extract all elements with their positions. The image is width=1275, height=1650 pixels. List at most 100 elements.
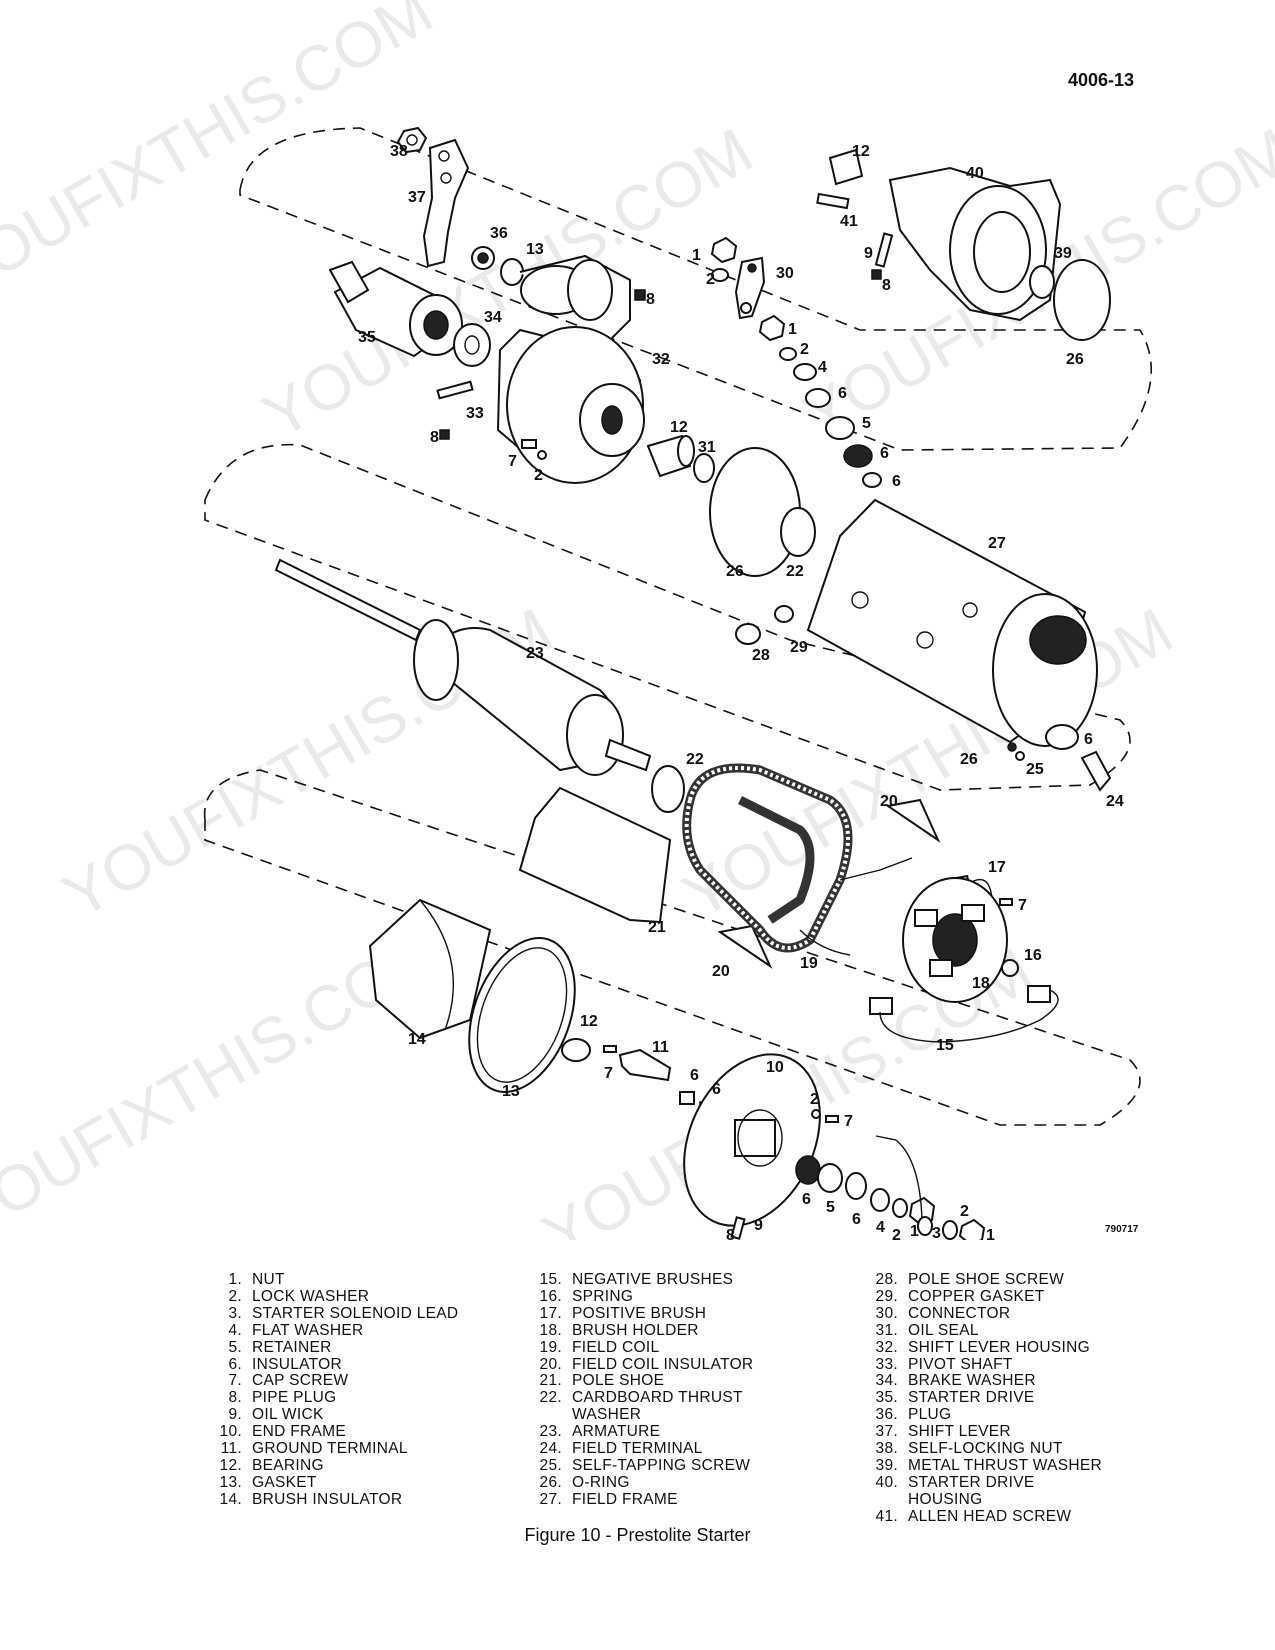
callout-34: 34 (484, 309, 502, 326)
legend-item-number: 22. (539, 1389, 562, 1407)
legend-item-name: OIL SEAL (908, 1321, 979, 1339)
legend-item-number: 21. (539, 1372, 562, 1390)
legend-item-number: 28. (875, 1271, 898, 1288)
legend-item: 9.OIL WICK (206, 1406, 506, 1424)
plug-part (471, 246, 495, 270)
legend-item: 14. BRUSH INSULATOR (206, 1490, 506, 1509)
legend-item-name: BRUSH HOLDER (572, 1321, 699, 1339)
legend-item: 23.ARMATURE (526, 1423, 846, 1441)
legend-item-name: METAL THRUST WASHER (908, 1456, 1103, 1474)
shift-lever-housing-part (496, 254, 645, 484)
metal-thrust-washer-part (1029, 265, 1055, 299)
callout-4: 4 (818, 359, 827, 376)
legend-item-name: NUT (252, 1271, 285, 1288)
callout-12: 12 (670, 419, 688, 436)
legend-item-number: 11. (220, 1440, 242, 1458)
legend-item-number: 34. (875, 1372, 898, 1390)
legend-item: 21.POLE SHOE (526, 1373, 846, 1390)
callout-7: 7 (844, 1113, 853, 1130)
negative-brushes-part (869, 985, 1059, 1043)
legend-item-number: 3. (228, 1304, 242, 1322)
callout-6: 6 (852, 1211, 861, 1228)
armature-part (274, 558, 652, 776)
allen-head-screw-part (816, 192, 850, 210)
callout-7: 7 (508, 453, 517, 470)
callout-7: 7 (1018, 897, 1027, 914)
legend-item: 19.FIELD COIL (526, 1339, 846, 1357)
legend-item: 37.SHIFT LEVER (862, 1423, 1192, 1441)
callout-8: 8 (882, 277, 891, 294)
group-outline-drive-end (239, 127, 1152, 451)
cardboard-thrust-washer-part (780, 507, 816, 557)
o-ring-part (709, 447, 801, 577)
nut-part (710, 236, 738, 264)
callout-6: 6 (690, 1067, 699, 1084)
starter-drive-part (328, 260, 463, 358)
callout-2: 2 (810, 1091, 819, 1108)
callout-36: 36 (490, 225, 508, 242)
legend-item-number: 2. (228, 1287, 242, 1305)
legend-item: 39. METAL THRUST WASHER (862, 1456, 1192, 1475)
ground-terminal-part (618, 1048, 672, 1082)
legend-item: 36.PLUG (862, 1406, 1192, 1424)
legend-item-number: 24. (539, 1440, 562, 1458)
callout-13: 13 (502, 1083, 520, 1100)
legend-item: 28.POLE SHOE SCREW (862, 1271, 1192, 1289)
group-outline-commutator-end (203, 769, 1141, 1126)
legend-item: 30.CONNECTOR (862, 1305, 1192, 1323)
legend-item-name: COPPER GASKET (908, 1287, 1045, 1305)
gasket-inner (476, 947, 568, 1083)
legend-item-name: INSULATOR (252, 1355, 342, 1373)
callout-9: 9 (864, 245, 873, 262)
shift-lever-part (422, 138, 470, 268)
legend-item: 22. CARDBOARD THRUST WASHER (526, 1389, 846, 1424)
legend-item: 13.GASKET (206, 1474, 506, 1492)
page-number: 4006-13 (1068, 70, 1135, 90)
callout-38: 38 (390, 143, 408, 160)
callout-27: 27 (988, 535, 1006, 552)
legend-item: 26.O-RING (526, 1474, 846, 1492)
legend-item: 7.CAP SCREW (206, 1373, 506, 1390)
legend-item-name: BRUSH INSULATOR (252, 1490, 403, 1508)
bearing-part (646, 434, 695, 478)
callout-35: 35 (358, 329, 376, 346)
legend-item-name: FIELD TERMINAL (572, 1440, 703, 1458)
legend-item-name: CARDBOARD THRUST WASHER (572, 1389, 743, 1424)
legend-item-number: 25. (539, 1456, 562, 1474)
legend-item: 18.BRUSH HOLDER (526, 1321, 846, 1340)
callout-24: 24 (1106, 793, 1124, 810)
callout-8: 8 (726, 1227, 735, 1240)
cap-screw-part (603, 1045, 617, 1053)
legend-item-number: 41. (875, 1507, 898, 1525)
callout-26: 26 (726, 563, 744, 580)
callout-1: 1 (910, 1223, 919, 1240)
callout-28: 28 (752, 647, 770, 664)
lock-washer-part (892, 1198, 908, 1218)
callout-39: 39 (1054, 245, 1072, 262)
legend-item: 24. FIELD TERMINAL (526, 1440, 846, 1458)
spring-part (1001, 959, 1019, 977)
callout-3: 3 (932, 1225, 941, 1240)
legend-item-name: FLAT WASHER (252, 1321, 364, 1339)
legend-item: 34.BRAKE WASHER (862, 1373, 1192, 1390)
callout-20: 20 (880, 793, 898, 810)
legend-item-name: SELF-TAPPING SCREW (572, 1456, 751, 1474)
legend-item-number: 33. (875, 1355, 898, 1373)
brake-washer-part (453, 323, 491, 367)
legend-item-number: 39. (875, 1456, 898, 1474)
legend-item-number: 17. (539, 1304, 562, 1322)
callout-25: 25 (1026, 761, 1044, 778)
bearing-part (828, 148, 864, 186)
legend-item-name: SPRING (572, 1287, 634, 1305)
legend-item-number: 14. (219, 1490, 242, 1508)
legend-item-name: CAP SCREW (252, 1372, 349, 1390)
gasket-part (500, 258, 524, 286)
legend-item-name: GROUND TERMINAL (252, 1440, 408, 1458)
legend-item-number: 27. (539, 1490, 562, 1508)
cap-screw-part (521, 439, 547, 460)
pole-shoe-part (518, 786, 672, 924)
callout-14: 14 (408, 1031, 426, 1048)
callout-16: 16 (1024, 947, 1042, 964)
self-locking-nut-part (396, 126, 428, 154)
legend-item-number: 6. (228, 1355, 242, 1373)
